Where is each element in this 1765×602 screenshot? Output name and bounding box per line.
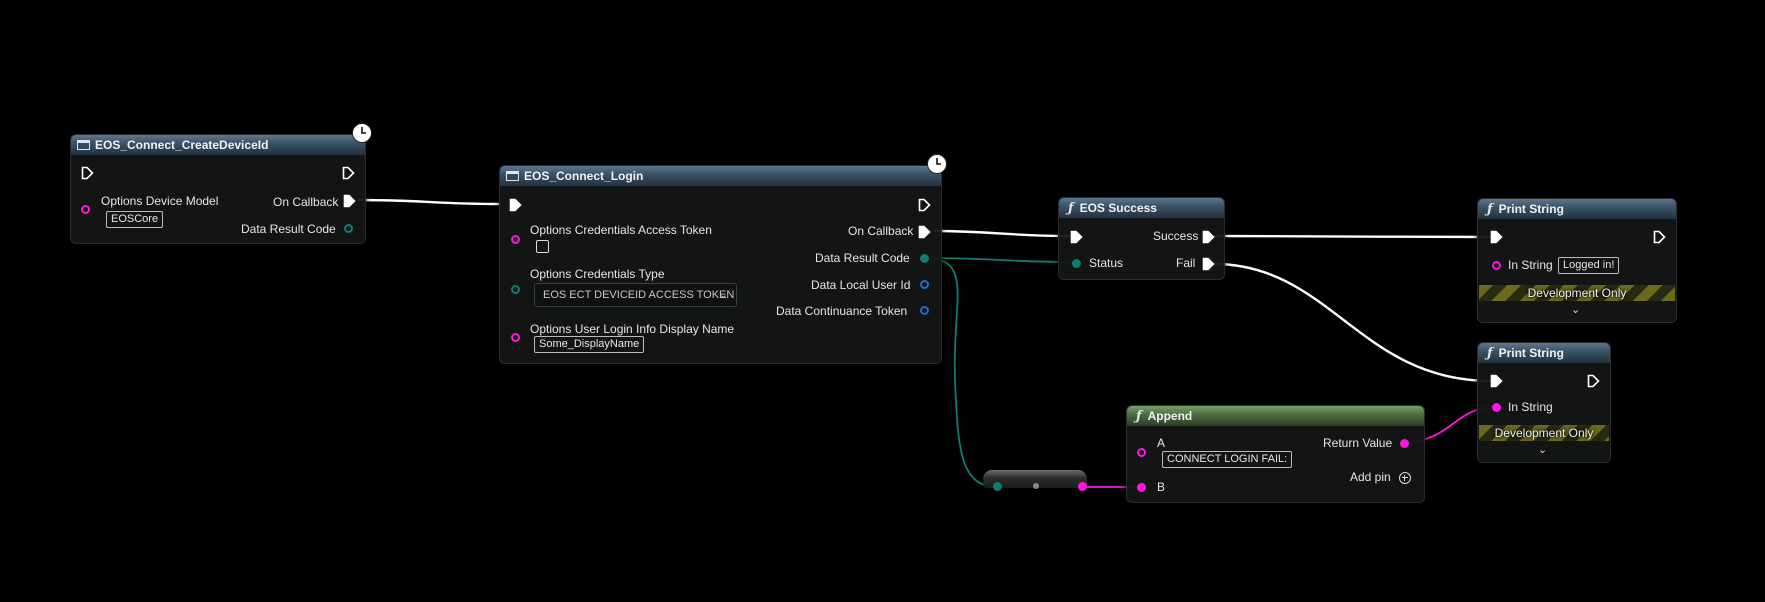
function-icon: ƒ [1487, 345, 1493, 361]
node-append[interactable]: ƒ Append A CONNECT LOGIN FAIL: B Return … [1126, 405, 1425, 503]
data-result-code-pin[interactable] [920, 254, 929, 263]
exec-in-pin[interactable] [81, 166, 94, 180]
exec-out-pin[interactable] [1653, 230, 1666, 244]
node-eos-success[interactable]: ƒ EOS Success Status Success Fail [1058, 197, 1225, 280]
struct-wire-result-to-status [923, 257, 1076, 263]
in-string-label: In String [1508, 258, 1553, 272]
data-continuance-token-pin[interactable] [920, 306, 929, 315]
exec-out-pin[interactable] [342, 166, 355, 180]
latent-clock-icon [927, 154, 947, 174]
conversion-input-pin[interactable] [993, 482, 1002, 491]
success-exec-pin[interactable] [1202, 230, 1215, 244]
async-window-icon [77, 140, 90, 150]
exec-wire-createdevice-to-login [357, 198, 500, 206]
on-callback-pin[interactable] [918, 225, 931, 239]
function-icon: ƒ [1487, 201, 1493, 217]
add-pin-icon[interactable] [1399, 472, 1411, 484]
device-model-pin[interactable] [81, 205, 90, 214]
access-token-label: Options Credentials Access Token [530, 223, 712, 237]
async-window-icon [506, 171, 519, 181]
a-label: A [1157, 436, 1166, 450]
in-string-label: In String [1508, 400, 1553, 414]
node-title: EOS Success [1079, 201, 1157, 215]
data-result-code-label: Data Result Code [815, 251, 910, 265]
display-name-pin[interactable] [511, 333, 520, 342]
device-model-input[interactable]: EOSCore [106, 211, 164, 228]
data-local-user-id-label: Data Local User Id [811, 278, 911, 292]
cred-type-label: Options Credentials Type [530, 267, 665, 281]
chevron-down-icon[interactable]: ⌄ [1571, 304, 1581, 316]
data-local-user-id-pin[interactable] [920, 280, 929, 289]
access-token-checkbox[interactable] [536, 240, 549, 253]
node-header[interactable]: ƒ EOS Success [1059, 198, 1224, 218]
development-only-label: Development Only [1494, 426, 1594, 440]
exec-in-pin[interactable] [1070, 230, 1083, 244]
node-title: Print String [1498, 202, 1564, 216]
return-value-pin[interactable] [1400, 439, 1409, 448]
node-header[interactable]: ƒ Append [1127, 406, 1424, 426]
node-title: EOS_Connect_Login [524, 169, 644, 183]
conversion-output-pin[interactable] [1078, 482, 1087, 491]
conversion-node[interactable] [983, 470, 1087, 491]
node-header[interactable]: ƒ Print String [1478, 343, 1610, 363]
latent-clock-icon [352, 123, 372, 143]
in-string-pin[interactable] [1492, 261, 1501, 270]
node-connect-login[interactable]: EOS_Connect_Login Options Credentials Ac… [499, 165, 942, 364]
b-pin[interactable] [1137, 483, 1146, 492]
node-header[interactable]: EOS_Connect_Login [500, 166, 941, 186]
a-pin[interactable] [1137, 448, 1146, 457]
node-print-string-success[interactable]: ƒ Print String In String Logged in! Deve… [1477, 198, 1677, 323]
data-result-code-label: Data Result Code [241, 222, 336, 236]
exec-wire-success-to-print [1213, 234, 1492, 239]
development-only-label: Development Only [1527, 286, 1627, 300]
return-value-label: Return Value [1323, 436, 1393, 450]
node-title: Append [1147, 409, 1193, 423]
success-label: Success [1153, 229, 1199, 243]
display-name-input[interactable]: Some_DisplayName [534, 336, 645, 353]
exec-in-pin[interactable] [1490, 230, 1503, 244]
on-callback-label: On Callback [848, 224, 914, 238]
b-label: B [1157, 480, 1166, 494]
exec-wire-fail-to-print [1213, 262, 1492, 383]
function-icon: ƒ [1136, 408, 1142, 424]
exec-in-pin[interactable] [1490, 374, 1503, 388]
in-string-pin[interactable] [1492, 403, 1501, 412]
on-callback-label: On Callback [273, 195, 339, 209]
struct-wire-result-to-reroute [923, 257, 999, 488]
cred-type-dropdown[interactable]: EOS ECT DEVICEID ACCESS TOKEN ⌄ [534, 283, 737, 307]
development-only-banner: Development Only [1479, 425, 1609, 441]
fail-exec-pin[interactable] [1202, 257, 1215, 271]
fail-label: Fail [1176, 256, 1196, 270]
add-pin-label: Add pin [1350, 470, 1391, 484]
cred-type-value: EOS ECT DEVICEID ACCESS TOKEN [543, 289, 735, 301]
data-continuance-token-label: Data Continuance Token [776, 304, 908, 318]
node-header[interactable]: EOS_Connect_CreateDeviceId [71, 135, 365, 155]
node-header[interactable]: ƒ Print String [1478, 199, 1676, 219]
data-result-code-pin[interactable] [344, 224, 353, 233]
development-only-banner: Development Only [1479, 285, 1675, 301]
display-name-label: Options User Login Info Display Name [530, 322, 735, 336]
access-token-pin[interactable] [511, 235, 520, 244]
function-icon: ƒ [1068, 200, 1074, 216]
node-print-string-fail[interactable]: ƒ Print String In String Development Onl… [1477, 342, 1611, 463]
node-title: Print String [1498, 346, 1564, 360]
exec-out-pin[interactable] [1587, 374, 1600, 388]
exec-in-pin[interactable] [509, 198, 522, 212]
cred-type-pin[interactable] [511, 285, 520, 294]
in-string-input[interactable]: Logged in! [1558, 257, 1620, 274]
node-create-device-id[interactable]: EOS_Connect_CreateDeviceId Options Devic… [70, 134, 366, 244]
exec-out-pin[interactable] [918, 198, 931, 212]
node-title: EOS_Connect_CreateDeviceId [95, 138, 269, 152]
a-input[interactable]: CONNECT LOGIN FAIL: [1162, 451, 1293, 468]
exec-wire-login-to-success [933, 229, 1071, 238]
chevron-down-icon[interactable]: ⌄ [1538, 444, 1548, 456]
status-label: Status [1089, 256, 1124, 270]
on-callback-pin[interactable] [343, 194, 356, 208]
status-pin[interactable] [1072, 259, 1081, 268]
device-model-label: Options Device Model [101, 194, 219, 208]
conversion-dot [1033, 483, 1039, 489]
chevron-down-icon: ⌄ [718, 289, 728, 301]
